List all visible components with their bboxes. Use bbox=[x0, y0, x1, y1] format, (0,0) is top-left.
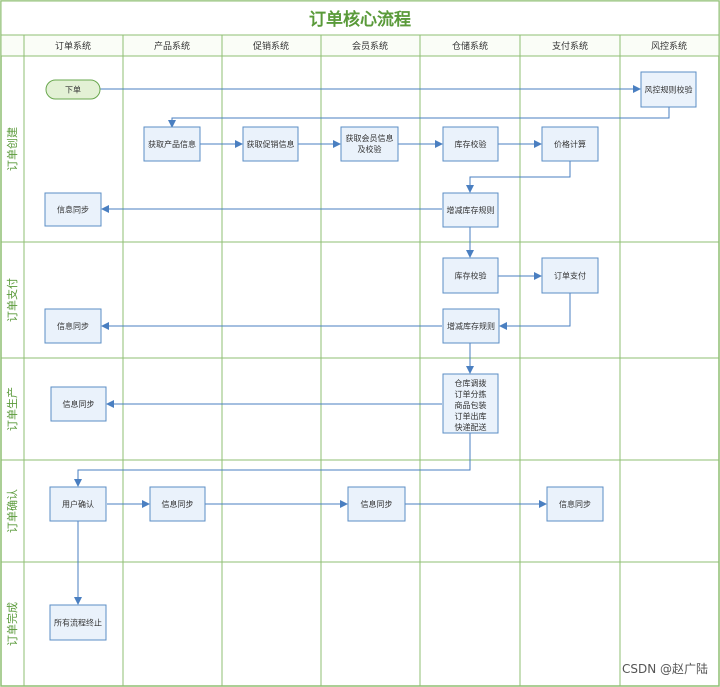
node-warehouse-line-2: 订单分拣 bbox=[455, 389, 487, 399]
node-sync-pay: 信息同步 bbox=[546, 486, 604, 522]
node-get-member-label-2: 及校验 bbox=[358, 144, 382, 154]
arrow-warehouse-to-confirm bbox=[74, 433, 471, 487]
watermark: CSDN @赵广陆 bbox=[621, 662, 708, 676]
column-header-risk: 风控系统 bbox=[651, 40, 687, 52]
arrow-risk-to-product bbox=[168, 107, 670, 128]
node-warehouse-line-3: 商品包装 bbox=[455, 400, 487, 410]
column-header-promo: 促销系统 bbox=[253, 40, 289, 52]
lane-label-complete: 订单完成 bbox=[5, 602, 19, 646]
node-reduce-stock-1-label: 增减库存规则 bbox=[447, 205, 495, 215]
node-user-confirm: 用户确认 bbox=[49, 486, 107, 522]
node-price-calc: 价格计算 bbox=[541, 126, 599, 162]
arrow-price-to-reduce bbox=[466, 161, 571, 193]
node-get-promo: 获取促销信息 bbox=[242, 126, 299, 162]
lane-label-confirm: 订单确认 bbox=[6, 489, 19, 533]
node-sync-product: 信息同步 bbox=[149, 486, 206, 522]
node-sync-2-label: 信息同步 bbox=[57, 321, 89, 331]
node-risk-check-label: 风控规则校验 bbox=[645, 85, 693, 95]
lane-dividers bbox=[1, 241, 719, 563]
node-get-promo-label: 获取促销信息 bbox=[247, 139, 295, 149]
node-get-product-label: 获取产品信息 bbox=[148, 139, 196, 149]
column-header-product: 产品系统 bbox=[154, 40, 190, 52]
lane-label-pay: 订单支付 bbox=[6, 278, 19, 322]
lane-label-create: 订单创建 bbox=[5, 127, 19, 171]
node-sync-member: 信息同步 bbox=[347, 486, 406, 522]
connectors bbox=[74, 85, 670, 605]
column-header-order: 订单系统 bbox=[55, 40, 91, 52]
node-warehouse-line-4: 订单出库 bbox=[455, 411, 487, 421]
arrow-pay-to-reduce-2 bbox=[499, 293, 571, 330]
node-price-calc-label: 价格计算 bbox=[554, 139, 586, 149]
node-warehouse-ops: 仓库调拨 订单分拣 商品包装 订单出库 快递配送 bbox=[442, 373, 499, 434]
title-bar bbox=[0, 0, 720, 36]
node-sync-3-label: 信息同步 bbox=[63, 399, 95, 409]
node-order-pay-label: 订单支付 bbox=[554, 271, 586, 281]
lane-labels: 订单创建 订单支付 订单生产 订单确认 订单完成 bbox=[5, 127, 19, 646]
node-sync-member-label: 信息同步 bbox=[361, 499, 393, 509]
lane-label-produce: 订单生产 bbox=[5, 387, 19, 431]
node-stock-check-1: 库存校验 bbox=[442, 126, 499, 162]
node-warehouse-line-1: 仓库调拨 bbox=[455, 378, 487, 388]
header-row bbox=[0, 34, 720, 57]
node-order-pay: 订单支付 bbox=[541, 257, 599, 294]
node-risk-check: 风控规则校验 bbox=[640, 71, 697, 108]
node-flow-end: 所有流程终止 bbox=[49, 604, 107, 641]
node-stock-check-1-label: 库存校验 bbox=[455, 139, 487, 149]
node-stock-check-2: 库存校验 bbox=[442, 257, 499, 294]
column-header-warehouse: 仓储系统 bbox=[452, 40, 488, 52]
node-stock-check-2-label: 库存校验 bbox=[455, 271, 487, 281]
column-header-payment: 支付系统 bbox=[552, 40, 588, 52]
node-get-member: 获取会员信息 及校验 bbox=[340, 126, 399, 162]
node-warehouse-line-5: 快递配送 bbox=[455, 422, 487, 432]
node-reduce-stock-2: 增减库存规则 bbox=[442, 308, 500, 344]
node-reduce-stock-1: 增减库存规则 bbox=[442, 192, 499, 228]
diagram-title: 订单核心流程 bbox=[309, 9, 411, 30]
node-sync-1-label: 信息同步 bbox=[57, 205, 89, 215]
node-sync-2: 信息同步 bbox=[44, 308, 102, 344]
node-sync-product-label: 信息同步 bbox=[162, 499, 194, 509]
node-flow-end-label: 所有流程终止 bbox=[54, 618, 102, 628]
node-get-product: 获取产品信息 bbox=[143, 126, 201, 162]
node-sync-pay-label: 信息同步 bbox=[559, 499, 591, 509]
node-sync-1: 信息同步 bbox=[44, 192, 102, 227]
column-header-member: 会员系统 bbox=[352, 40, 388, 52]
column-headers: 订单系统 产品系统 促销系统 会员系统 仓储系统 支付系统 风控系统 bbox=[55, 40, 687, 52]
node-start: 下单 bbox=[45, 79, 101, 100]
node-sync-3: 信息同步 bbox=[50, 386, 107, 422]
node-get-member-label-1: 获取会员信息 bbox=[346, 133, 394, 143]
node-reduce-stock-2-label: 增减库存规则 bbox=[447, 321, 495, 331]
node-start-label: 下单 bbox=[65, 85, 81, 95]
node-user-confirm-label: 用户确认 bbox=[62, 499, 94, 509]
